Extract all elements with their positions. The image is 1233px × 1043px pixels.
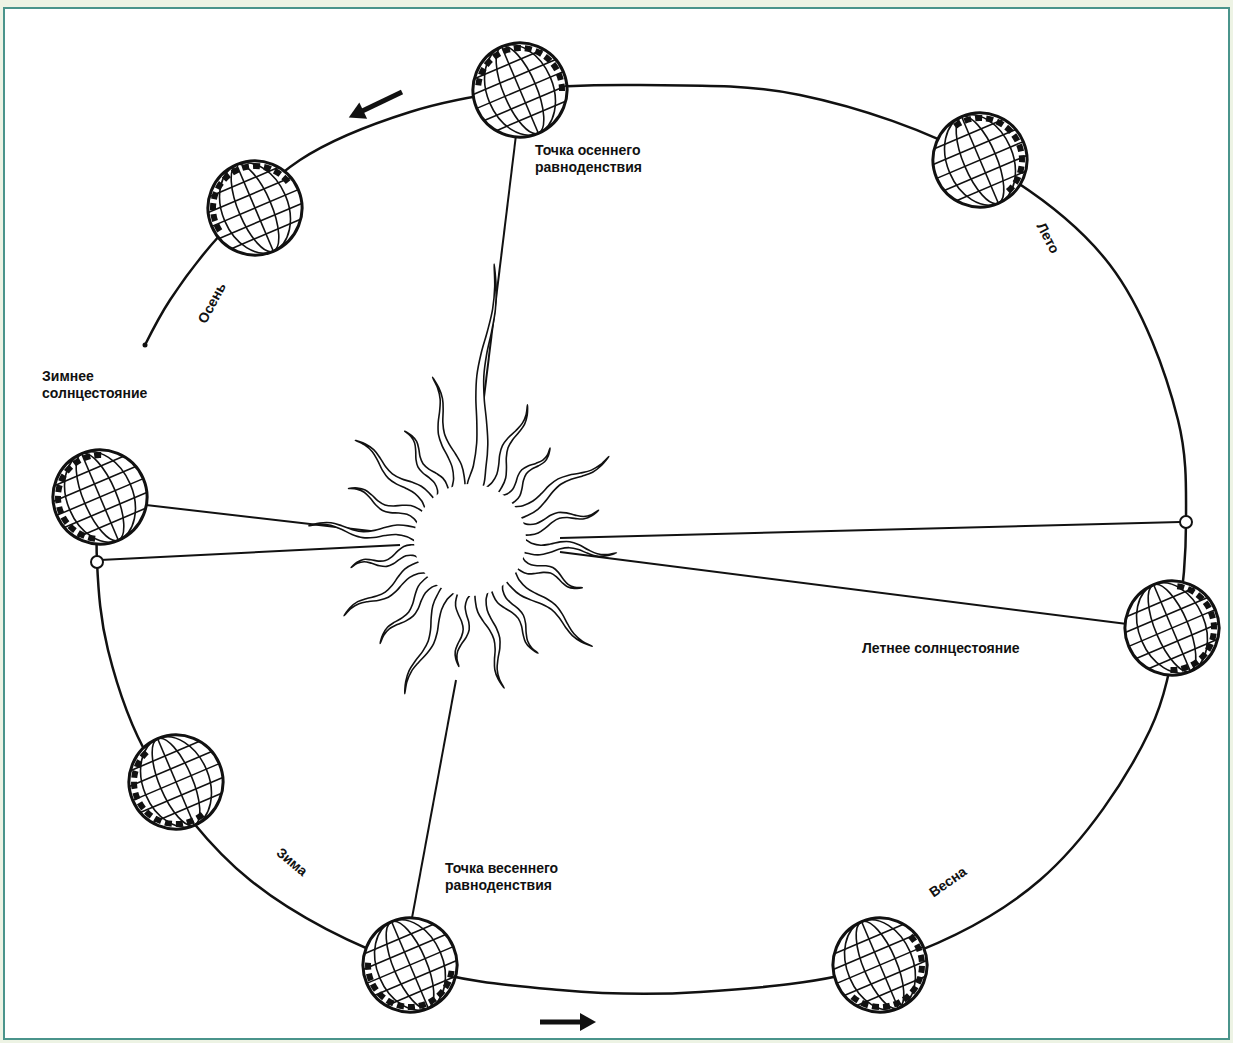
parallel [364,924,433,953]
parallel [374,960,457,995]
orbit [97,85,1186,994]
globe-disc [38,435,161,558]
parallel [484,85,567,120]
parallel [1148,639,1217,668]
earth-globe [38,435,161,558]
sun-ray [432,377,465,491]
night-side [58,455,105,539]
parallel [386,976,455,1005]
orbit-point [1180,516,1192,528]
parallel [944,155,1027,190]
parallel [1126,587,1195,616]
sun-ray [515,555,582,589]
parallel [837,947,924,984]
orbit-point-label: Зимнее солнцестояние [42,368,162,402]
parallel [212,190,299,227]
parallel [834,924,903,953]
parallel [133,764,220,801]
parallel [937,142,1024,179]
parallel [219,203,302,238]
meridian [1123,572,1220,684]
sun-ray-line [560,522,1180,538]
parallel [934,119,1003,148]
globe-disc [193,146,316,269]
sun-ray [355,440,434,510]
earth-globe [348,903,471,1026]
parallel [496,101,565,130]
meridian [361,909,458,1021]
sun-ray-line [480,135,516,430]
parallel [363,935,446,970]
sun-ray [351,545,421,568]
meridian [127,726,224,838]
globe-disc [348,903,471,1026]
parallel [54,456,123,485]
night-side [368,959,452,1007]
parallel [833,935,916,970]
parallel [53,467,136,502]
sun-ray [309,523,420,542]
sun-ray [455,591,471,667]
globe-disc [1110,566,1233,689]
parallel [1129,610,1216,647]
orbit-end-dot [143,343,148,348]
meridian [206,152,303,264]
meridian [51,441,148,553]
parallel [956,171,1025,200]
earth-globe [458,28,581,151]
parallel [1125,598,1208,633]
earth-globe [1110,566,1233,689]
sun-ray [520,538,616,556]
parallel [140,777,223,812]
earth-globe [114,720,237,843]
sun-ray [511,457,609,519]
sun-ray-line [100,545,400,560]
globe-disc [114,720,237,843]
globe-disc [918,98,1041,221]
globe-disc [458,28,581,151]
night-side [850,936,922,1007]
sun [414,484,526,596]
parallel [231,219,300,248]
parallel [57,479,144,516]
parallel [367,947,454,984]
orbit-point-label: Точка весеннего равноденствия [445,860,635,894]
sun-ray [475,589,504,688]
earth-globe [818,903,941,1026]
meridian [931,104,1028,216]
parallel [933,130,1016,165]
parallel [76,508,145,537]
sun-ray [467,264,496,490]
sun-ray [348,488,424,525]
earth-globe [918,98,1041,221]
sun-ray [380,575,440,643]
night-side [213,166,290,231]
direction-arrow-head [580,1013,596,1031]
orbit-point-label: Летнее солнцестояние [862,640,1020,657]
sun-ray [519,510,599,535]
parallel [473,60,556,95]
meridian [831,909,928,1021]
meridian [471,34,568,146]
sun-ray [405,585,456,693]
sun-ray-line [146,505,405,535]
sun-ray-line [560,552,1135,625]
night-side [955,118,1022,194]
parallel [152,793,221,822]
night-side [478,48,562,95]
sun-ray [344,561,429,615]
orbit-point [91,556,103,568]
globe-disc [818,903,941,1026]
parallel [64,492,147,527]
orbit-point-label: Точка осеннего равноденствия [535,142,710,176]
earth-globe [193,146,316,269]
night-side [134,750,203,824]
parallel [1136,623,1219,658]
parallel [477,72,564,109]
frame [4,8,1229,1039]
direction-arrow-head [349,102,367,118]
night-side [1167,586,1214,670]
